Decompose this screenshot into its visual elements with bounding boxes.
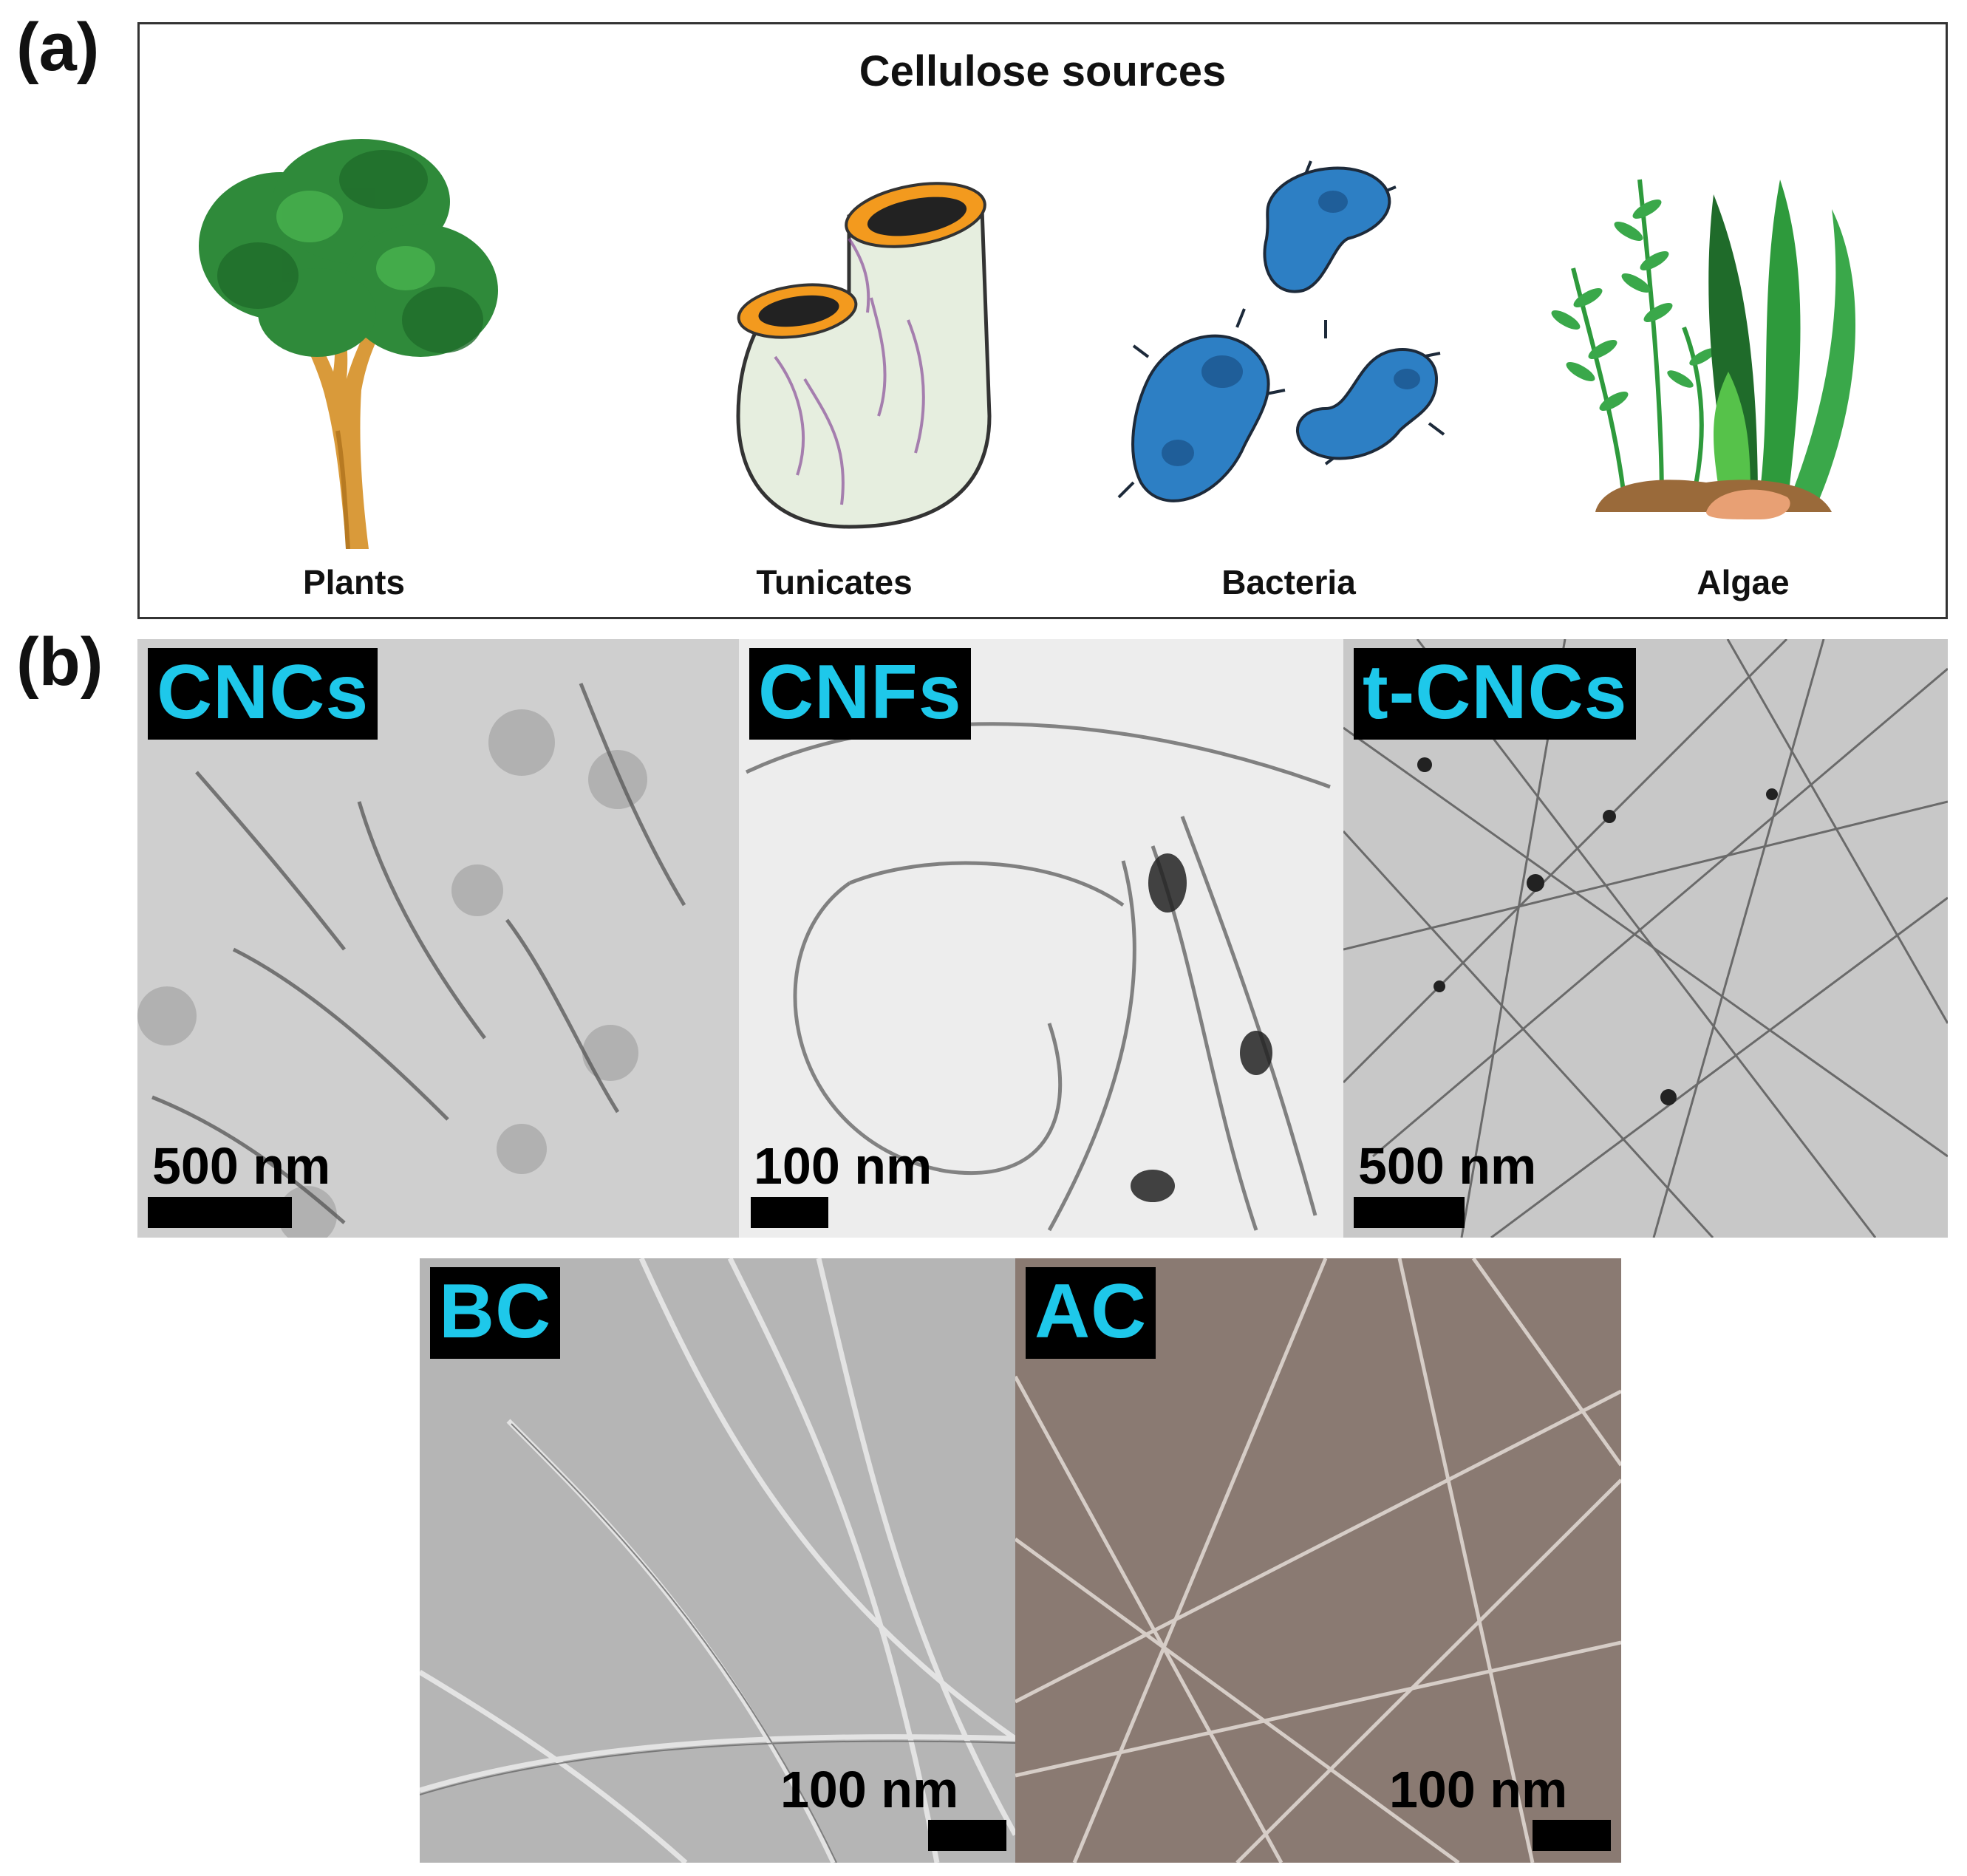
source-algae: Algae — [1536, 135, 1950, 608]
scale-bar — [1533, 1820, 1611, 1851]
scale-label: 500 nm — [152, 1137, 331, 1195]
scale-bar — [751, 1197, 828, 1228]
micrograph-bc — [420, 1258, 1015, 1863]
panel-a-label: (a) — [16, 10, 100, 85]
tunicate-icon — [736, 182, 992, 529]
source-tunicates: Tunicates — [627, 135, 1041, 608]
source-bacteria: Bacteria — [1082, 135, 1496, 608]
algae-icon — [1551, 179, 1856, 519]
source-label: Bacteria — [1221, 563, 1356, 601]
source-label: Algae — [1697, 563, 1790, 601]
tem-image-ac: AC 100 nm — [1015, 1258, 1621, 1863]
scale-bar — [1354, 1197, 1465, 1228]
image-tag: AC — [1026, 1267, 1156, 1359]
source-plants: Plants — [147, 135, 561, 608]
image-tag: CNFs — [749, 648, 971, 740]
scale-label: 100 nm — [780, 1761, 959, 1818]
scale-bar — [148, 1197, 292, 1228]
scale-bar — [928, 1820, 1006, 1851]
scale-label: 500 nm — [1358, 1137, 1537, 1195]
bacteria-icon — [1117, 160, 1445, 502]
tem-image-cnfs: CNFs 100 nm — [739, 639, 1343, 1238]
source-label: Tunicates — [756, 563, 913, 601]
panel-b-label: (b) — [16, 624, 103, 700]
tree-icon — [199, 139, 498, 549]
scale-label: 100 nm — [754, 1137, 933, 1195]
image-tag: BC — [430, 1267, 561, 1359]
cellulose-sources-panel: Cellulose sources Plants — [137, 22, 1948, 619]
source-label: Plants — [302, 563, 406, 601]
image-tag: t-CNCs — [1354, 648, 1637, 740]
tem-image-t-cncs: t-CNCs 500 nm — [1343, 639, 1948, 1238]
tem-image-bc: BC 100 nm — [420, 1258, 1015, 1863]
panel-title: Cellulose sources — [859, 47, 1227, 95]
image-tag: CNCs — [148, 648, 378, 740]
scale-label: 100 nm — [1389, 1761, 1568, 1818]
tem-image-cncs: CNCs 500 nm — [137, 639, 739, 1238]
micrograph-ac — [1015, 1258, 1621, 1863]
